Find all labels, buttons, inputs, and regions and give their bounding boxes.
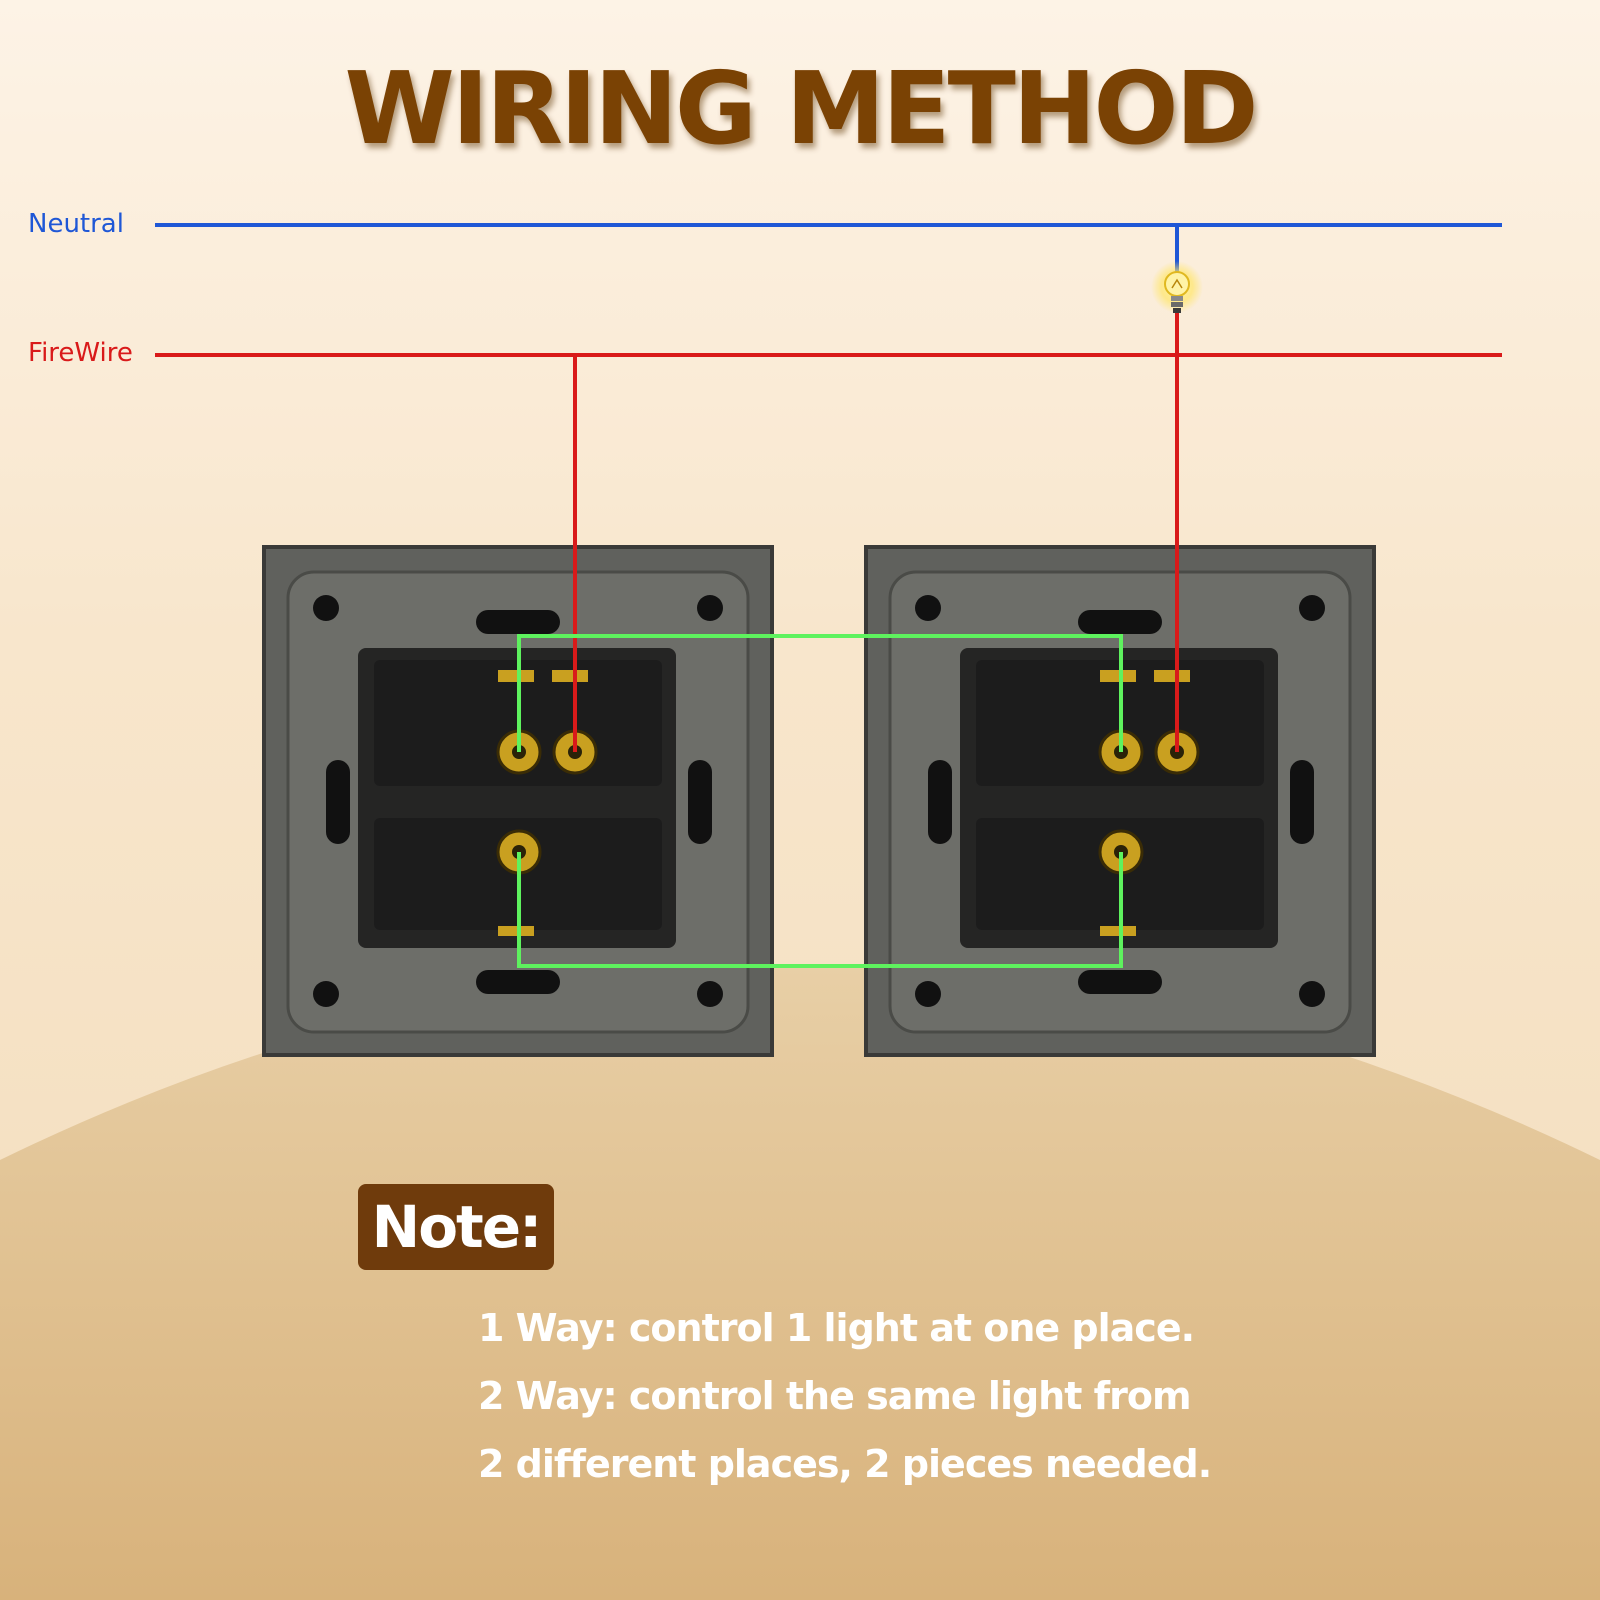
screw-hole (1299, 595, 1325, 621)
screw-hole (915, 981, 941, 1007)
firewire-label: FireWire (28, 338, 133, 368)
neutral-label: Neutral (28, 209, 124, 239)
screw-hole (697, 981, 723, 1007)
page-title: WIRING METHOD (344, 50, 1258, 167)
switch-plate-2 (864, 545, 1376, 1057)
screw-hole (697, 595, 723, 621)
light-bulb-icon (1151, 261, 1203, 313)
background-mound (0, 965, 1600, 1600)
switch-plate-1 (262, 545, 774, 1057)
note-line-1: 1 Way: control 1 light at one place. (478, 1306, 1195, 1350)
note-line-2: 2 Way: control the same light from (478, 1374, 1192, 1418)
screw-hole (1299, 981, 1325, 1007)
screw-hole (915, 595, 941, 621)
traveler-wire-l2 (517, 852, 1123, 968)
traveler-wire-l1 (517, 634, 1123, 752)
screw-hole (313, 595, 339, 621)
note-badge: Note: (358, 1184, 554, 1270)
screw-hole (313, 981, 339, 1007)
note-line-3: 2 different places, 2 pieces needed. (478, 1442, 1212, 1486)
